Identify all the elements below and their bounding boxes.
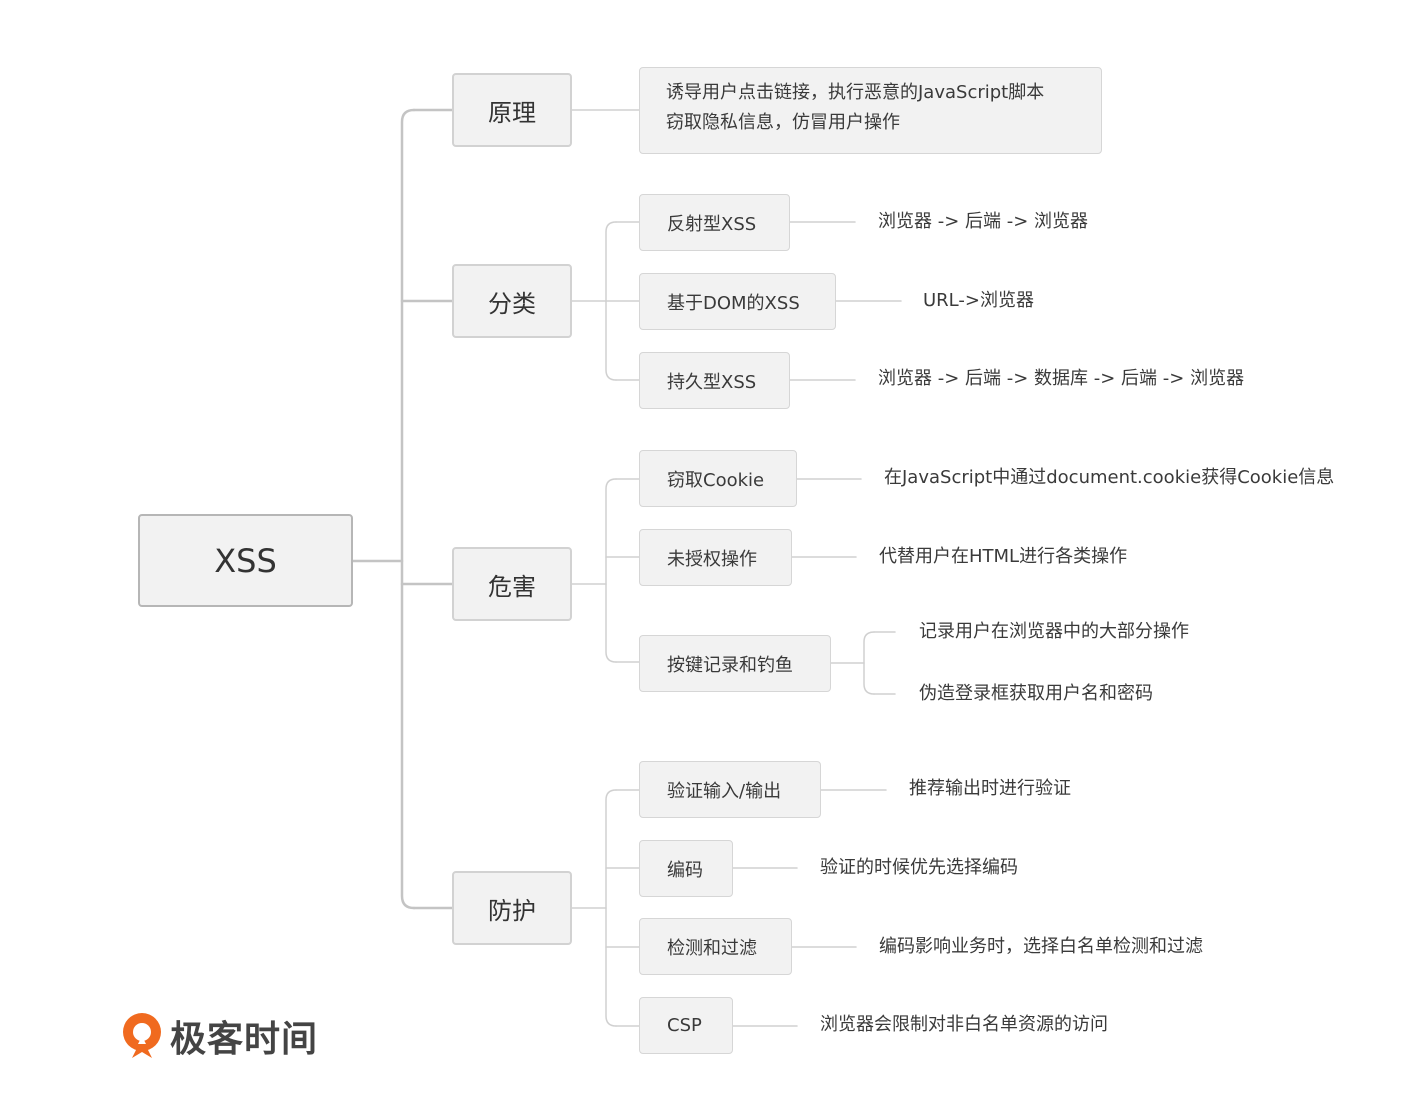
child-label: 按键记录和钓鱼 [667,654,793,676]
detail-unauthorized: 代替用户在HTML进行各类操作 [879,546,1128,567]
branch-label: 分类 [488,289,536,318]
connector-keylog-bracket [863,631,875,695]
connector-root-bracket [400,108,416,910]
detail-keylog-1: 记录用户在浏览器中的大部分操作 [919,621,1189,642]
geektime-logo: 极客时间 [118,1008,318,1064]
child-label: 编码 [667,859,703,881]
child-label: 持久型XSS [667,371,757,393]
child-node-stored-xss: 持久型XSS [639,352,790,409]
child-label: 未授权操作 [667,548,757,570]
child-node-keylogging-phishing: 按键记录和钓鱼 [639,635,831,692]
child-node-csp: CSP [639,997,733,1054]
detail-stored-flow: 浏览器 -> 后端 -> 数据库 -> 后端 -> 浏览器 [878,368,1245,389]
detail-encoding: 验证的时候优先选择编码 [820,857,1018,878]
child-label: 验证输入/输出 [667,780,782,802]
root-node-xss: XSS [138,514,353,607]
child-node-reflected-xss: 反射型XSS [639,194,790,251]
branch-label: 原理 [488,98,536,127]
child-label: 基于DOM的XSS [667,292,800,314]
detail-csp: 浏览器会限制对非白名单资源的访问 [820,1014,1108,1035]
connector-fanghu-bracket [605,789,617,1027]
child-node-encoding: 编码 [639,840,733,897]
branch-node-fenlei: 分类 [452,264,572,338]
geektime-logo-icon [123,1013,161,1058]
detail-cookie: 在JavaScript中通过document.cookie获得Cookie信息 [884,467,1335,488]
root-label: XSS [214,541,277,580]
branch-node-fanghu: 防护 [452,871,572,945]
branch-label: 防护 [488,896,536,925]
logo-text: 极客时间 [170,1019,319,1060]
child-node-steal-cookie: 窃取Cookie [639,450,797,507]
branch-label: 危害 [488,572,536,601]
child-node-validate-io: 验证输入/输出 [639,761,821,818]
detail-validate: 推荐输出时进行验证 [909,778,1071,799]
child-label: 反射型XSS [667,213,757,235]
child-node-dom-xss: 基于DOM的XSS [639,273,836,330]
connector-weihai-bracket [605,478,617,663]
description-line-1: 诱导用户点击链接，执行恶意的JavaScript脚本 [666,82,1045,103]
child-label: 窃取Cookie [667,469,765,491]
child-node-detect-filter: 检测和过滤 [639,918,792,975]
branch-node-weihai: 危害 [452,547,572,621]
detail-filter: 编码影响业务时，选择白名单检测和过滤 [879,936,1203,957]
yuanli-description-box: 诱导用户点击链接，执行恶意的JavaScript脚本 窃取隐私信息，仿冒用户操作 [639,67,1102,154]
child-node-unauthorized-action: 未授权操作 [639,529,792,586]
detail-reflected-flow: 浏览器 -> 后端 -> 浏览器 [878,211,1089,232]
branch-node-yuanli: 原理 [452,73,572,147]
detail-keylog-2: 伪造登录框获取用户名和密码 [919,683,1153,704]
child-label: CSP [667,1015,702,1036]
detail-dom-flow: URL->浏览器 [923,290,1034,311]
child-label: 检测和过滤 [667,937,757,959]
description-line-2: 窃取隐私信息，仿冒用户操作 [666,112,900,133]
